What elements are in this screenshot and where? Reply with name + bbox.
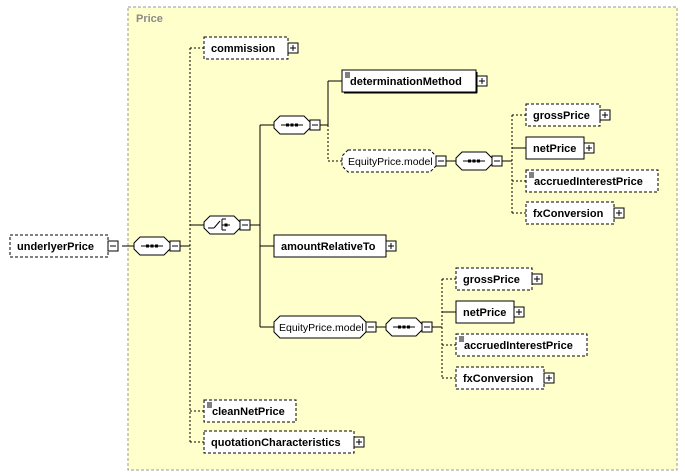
element-upper-gross-price[interactable]: grossPrice bbox=[525, 103, 601, 127]
element-label: fxConversion bbox=[533, 208, 604, 220]
element-underlyer-price[interactable]: underlyerPrice bbox=[9, 234, 109, 258]
expand-icon[interactable] bbox=[531, 273, 543, 285]
element-quotation-characteristics[interactable]: quotationCharacteristics bbox=[203, 430, 355, 454]
sequence-compositor-upper-model[interactable] bbox=[455, 151, 493, 171]
element-label: grossPrice bbox=[533, 110, 590, 122]
connector-lines bbox=[122, 47, 526, 443]
collapse-icon[interactable] bbox=[435, 155, 447, 167]
element-upper-accrued-interest-price[interactable]: accruedInterestPrice bbox=[525, 169, 659, 193]
element-lower-gross-price[interactable]: grossPrice bbox=[455, 267, 533, 291]
sequence-compositor-lower-model[interactable] bbox=[385, 317, 423, 337]
group-ref-lower-equity-price-model[interactable]: EquityPrice.model bbox=[273, 315, 367, 339]
element-label: accruedInterestPrice bbox=[534, 176, 643, 188]
element-commission[interactable]: commission bbox=[203, 36, 289, 60]
model-label: EquityPrice.model bbox=[348, 156, 433, 168]
element-label: quotationCharacteristics bbox=[211, 437, 341, 449]
element-lower-fx-conversion[interactable]: fxConversion bbox=[455, 366, 545, 390]
expand-icon[interactable] bbox=[583, 142, 595, 154]
expand-icon[interactable] bbox=[599, 109, 611, 121]
element-clean-net-price[interactable]: cleanNetPrice bbox=[203, 399, 297, 423]
expand-icon[interactable] bbox=[353, 436, 365, 448]
element-label: fxConversion bbox=[463, 373, 534, 385]
element-upper-net-price[interactable]: netPrice bbox=[525, 136, 585, 160]
element-label: commission bbox=[211, 43, 275, 55]
choice-icon bbox=[208, 218, 230, 231]
model-label: EquityPrice.model bbox=[279, 322, 364, 334]
element-label: accruedInterestPrice bbox=[464, 340, 573, 352]
group-ref-upper-equity-price-model[interactable]: EquityPrice.model bbox=[341, 149, 437, 173]
collapse-icon[interactable] bbox=[107, 240, 119, 252]
expand-icon[interactable] bbox=[476, 75, 488, 87]
element-label: cleanNetPrice bbox=[212, 406, 285, 418]
element-amount-relative-to[interactable]: amountRelativeTo bbox=[273, 234, 387, 258]
expand-icon[interactable] bbox=[513, 306, 525, 318]
collapse-icon[interactable] bbox=[239, 219, 251, 231]
element-lower-accrued-interest-price[interactable]: accruedInterestPrice bbox=[455, 333, 588, 357]
element-label: determinationMethod bbox=[350, 76, 462, 88]
element-label: netPrice bbox=[533, 143, 576, 155]
element-lower-net-price[interactable]: netPrice bbox=[455, 300, 515, 324]
sequence-compositor-upper[interactable] bbox=[273, 115, 311, 135]
collapse-icon[interactable] bbox=[491, 155, 503, 167]
element-upper-fx-conversion[interactable]: fxConversion bbox=[525, 201, 615, 225]
collapse-icon[interactable] bbox=[309, 119, 321, 131]
element-label: underlyerPrice bbox=[17, 241, 94, 253]
collapse-icon[interactable] bbox=[365, 321, 377, 333]
element-label: grossPrice bbox=[463, 274, 520, 286]
expand-icon[interactable] bbox=[385, 240, 397, 252]
expand-icon[interactable] bbox=[613, 207, 625, 219]
element-label: netPrice bbox=[463, 307, 506, 319]
choice-compositor[interactable] bbox=[203, 215, 241, 235]
expand-icon[interactable] bbox=[543, 372, 555, 384]
element-determination-method[interactable]: determinationMethod bbox=[341, 69, 478, 94]
sequence-compositor-root[interactable] bbox=[133, 236, 171, 256]
expand-icon[interactable] bbox=[287, 42, 299, 54]
group-title: Price bbox=[136, 13, 163, 25]
collapse-icon[interactable] bbox=[421, 321, 433, 333]
collapse-icon[interactable] bbox=[169, 240, 181, 252]
element-label: amountRelativeTo bbox=[281, 241, 376, 253]
